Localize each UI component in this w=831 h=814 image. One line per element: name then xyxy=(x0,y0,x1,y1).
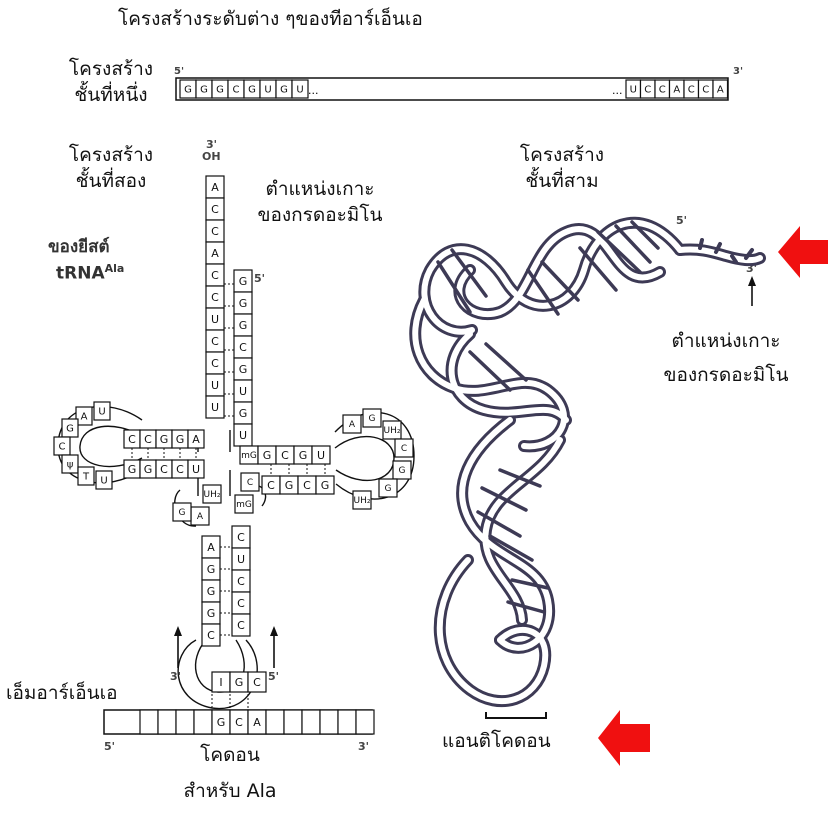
tertiary-acceptor-line2: ของกรดอะมิโน xyxy=(640,362,812,388)
red-arrow-acceptor-icon xyxy=(778,226,828,278)
tertiary-acceptor-line1: ตำแหน่งเกาะ xyxy=(640,328,812,354)
anticodon-label: แอนติโคดอน xyxy=(442,728,551,754)
red-arrow-anticodon-icon xyxy=(598,710,650,766)
tertiary-acceptor-label: ตำแหน่งเกาะ ของกรดอะมิโน xyxy=(640,328,812,388)
